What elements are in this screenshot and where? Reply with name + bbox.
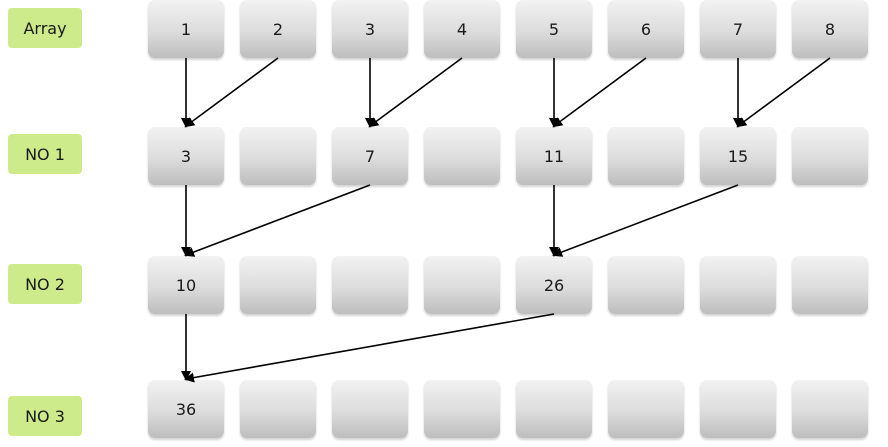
row-label-array: Array (8, 8, 82, 48)
cell-r3-c4 (516, 380, 592, 438)
cell-r3-c5 (608, 380, 684, 438)
arrow-1-6-to-2-4 (552, 184, 739, 257)
cell-r0-c1: 2 (240, 0, 316, 58)
cell-r0-c5: 6 (608, 0, 684, 58)
cell-r3-c0: 36 (148, 380, 224, 438)
cell-r3-c2 (332, 380, 408, 438)
arrow-0-5-to-1-4 (552, 57, 647, 128)
cell-r3-c7 (792, 380, 868, 438)
cell-r0-c7: 8 (792, 0, 868, 58)
row-label-no3: NO 3 (8, 396, 82, 436)
arrow-0-1-to-1-0 (184, 57, 279, 128)
cell-r2-c6 (700, 256, 776, 314)
cell-r2-c7 (792, 256, 868, 314)
arrow-0-7-to-1-6 (736, 57, 831, 128)
cell-r1-c1 (240, 127, 316, 185)
cell-r2-c1 (240, 256, 316, 314)
cell-r2-c5 (608, 256, 684, 314)
cell-r2-c4: 26 (516, 256, 592, 314)
cell-r0-c2: 3 (332, 0, 408, 58)
cell-r3-c6 (700, 380, 776, 438)
cell-r2-c3 (424, 256, 500, 314)
arrow-2-4-to-3-0 (184, 313, 555, 383)
cell-r0-c3: 4 (424, 0, 500, 58)
cell-r3-c1 (240, 380, 316, 438)
row-label-no2: NO 2 (8, 264, 82, 304)
arrow-0-3-to-1-2 (368, 57, 463, 128)
row-label-no1: NO 1 (8, 134, 82, 174)
cell-r2-c2 (332, 256, 408, 314)
cell-r3-c3 (424, 380, 500, 438)
cell-r0-c4: 5 (516, 0, 592, 58)
cell-r1-c5 (608, 127, 684, 185)
arrow-1-2-to-2-0 (184, 184, 371, 257)
cell-r1-c4: 11 (516, 127, 592, 185)
cell-r1-c2: 7 (332, 127, 408, 185)
cell-r1-c3 (424, 127, 500, 185)
cell-r2-c0: 10 (148, 256, 224, 314)
cell-r0-c6: 7 (700, 0, 776, 58)
cell-r1-c7 (792, 127, 868, 185)
cell-r1-c6: 15 (700, 127, 776, 185)
cell-r1-c0: 3 (148, 127, 224, 185)
cell-r0-c0: 1 (148, 0, 224, 58)
